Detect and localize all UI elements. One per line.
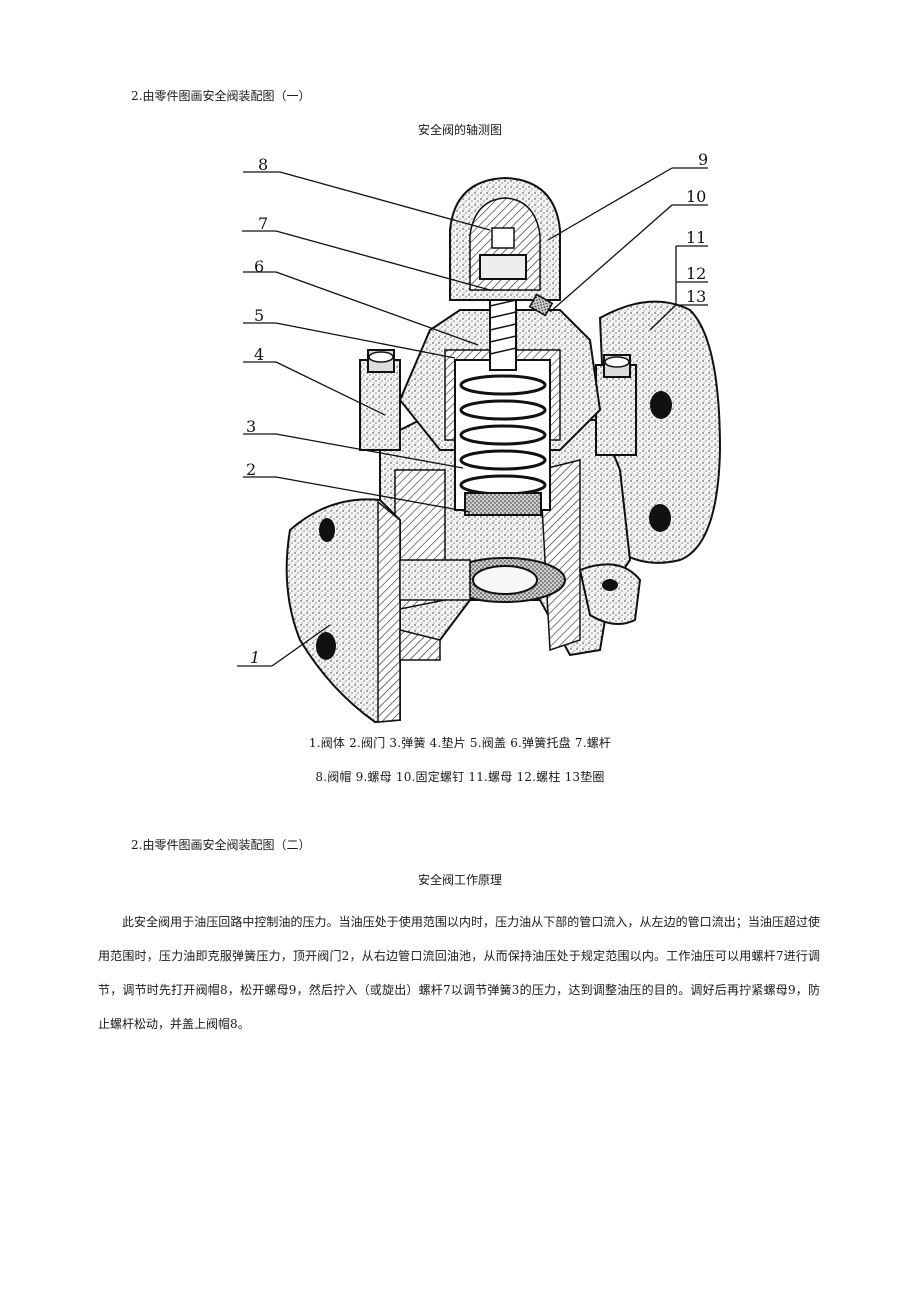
callout-9: 9	[698, 150, 708, 169]
safety-valve-axonometric-drawing: 8 7 6 5 4 3 2 1 9 10 11 12 13	[237, 150, 722, 724]
leader-lines	[237, 167, 708, 667]
callout-12: 12	[686, 264, 706, 283]
callout-8: 8	[258, 155, 268, 174]
callout-2: 2	[246, 460, 256, 479]
callout-1: 1	[250, 648, 260, 667]
figure-title: 安全阀的轴测图	[417, 123, 502, 137]
parts-caption-line-1: 1.阀体 2.阀门 3.弹簧 4.垫片 5.阀盖 6.弹簧托盘 7.螺杆	[308, 736, 612, 750]
callout-13: 13	[686, 287, 706, 306]
section-heading-2: 2.由零件图画安全阀装配图（二）	[131, 838, 311, 852]
callout-4: 4	[254, 345, 264, 364]
valve-cap	[449, 176, 561, 301]
callout-5: 5	[254, 306, 264, 325]
callout-3: 3	[246, 417, 256, 436]
callout-10: 10	[686, 187, 706, 206]
callout-6: 6	[254, 257, 264, 276]
parts-caption-line-2: 8.阀帽 9.螺母 10.固定螺钉 11.螺母 12.螺柱 13垫圈	[315, 770, 605, 784]
working-principle-paragraph: 此安全阀用于油压回路中控制油的压力。当油压处于使用范围以内时，压力油从下部的管口…	[98, 915, 820, 1031]
callout-11: 11	[686, 228, 706, 247]
callout-7: 7	[258, 214, 268, 233]
left-flange	[285, 498, 471, 724]
working-principle-title: 安全阀工作原理	[417, 873, 502, 887]
studs-and-nuts	[359, 349, 637, 456]
spring	[454, 359, 551, 516]
section-heading-1: 2.由零件图画安全阀装配图（一）	[131, 89, 311, 103]
fixing-screw	[528, 293, 554, 317]
